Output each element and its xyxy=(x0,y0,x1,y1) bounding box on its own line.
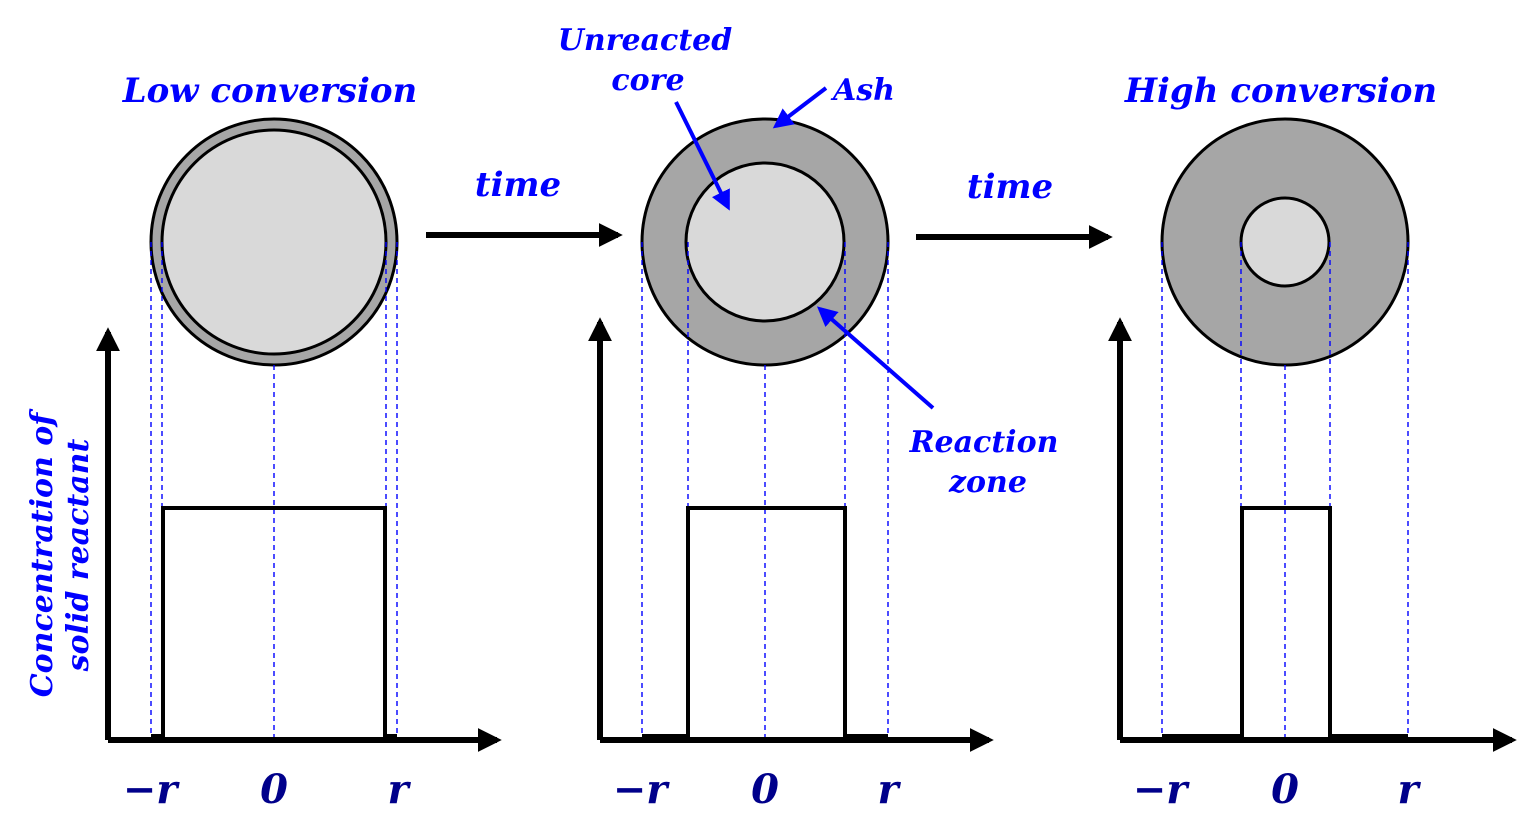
concentration-profile xyxy=(151,506,397,738)
tick-zero: 0 xyxy=(751,766,779,813)
panel-mid-conversion: −r 0 r Unreacted core Ash Reaction zone xyxy=(558,23,1059,813)
time-arrow-1: time xyxy=(426,165,623,247)
unreacted-core xyxy=(684,161,846,323)
y-axis-label-line-2: solid reactant xyxy=(61,439,96,673)
panel-high-conversion: High conversion −r 0 r xyxy=(1108,71,1517,813)
time-label-1: time xyxy=(475,165,561,205)
time-label-2: time xyxy=(967,167,1053,207)
pointer-arrow-ash xyxy=(772,86,828,129)
panel-title-high: High conversion xyxy=(1124,71,1437,111)
label-reaction-zone-line-1: Reaction xyxy=(909,425,1059,460)
tick-r: r xyxy=(877,766,901,813)
label-reaction-zone-line-2: zone xyxy=(948,465,1027,500)
panel-low-conversion: Low conversion −r 0 r xyxy=(96,71,502,813)
time-arrow-2: time xyxy=(916,167,1113,249)
unreacted-core xyxy=(160,128,388,356)
tick-neg-r: −r xyxy=(123,766,181,813)
unreacted-core xyxy=(1239,196,1331,288)
tick-neg-r: −r xyxy=(1133,766,1191,813)
tick-r: r xyxy=(387,766,411,813)
y-axis-label: Concentration of solid reactant xyxy=(25,408,96,697)
label-ash: Ash xyxy=(830,73,895,108)
pointer-arrow-core xyxy=(674,101,730,211)
panel-title-low: Low conversion xyxy=(122,71,418,111)
concentration-profile xyxy=(1162,506,1408,738)
tick-r: r xyxy=(1397,766,1421,813)
label-unreacted-core-line-2: core xyxy=(611,63,684,98)
tick-neg-r: −r xyxy=(613,766,671,813)
pointer-arrow-reaction-zone xyxy=(816,306,935,410)
label-unreacted-core-line-1: Unreacted xyxy=(558,23,733,58)
tick-zero: 0 xyxy=(260,766,288,813)
concentration-profile xyxy=(642,506,888,738)
y-axis-label-line-1: Concentration of xyxy=(25,408,60,697)
tick-zero: 0 xyxy=(1271,766,1299,813)
